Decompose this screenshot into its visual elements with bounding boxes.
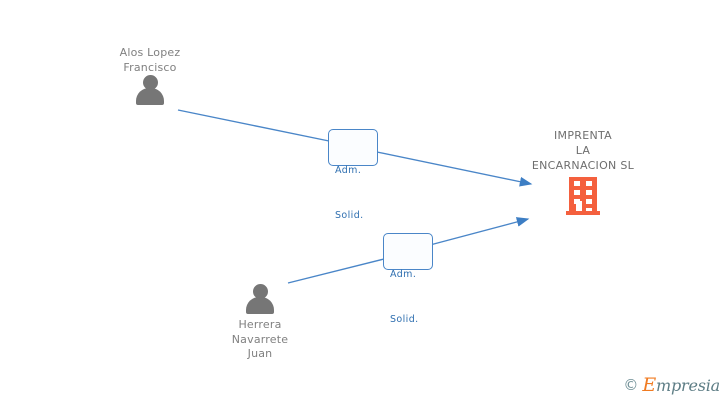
person-icon-body bbox=[136, 88, 164, 105]
person-name-line-2: Francisco bbox=[123, 60, 177, 74]
building-icon-window bbox=[586, 208, 592, 213]
building-icon-door bbox=[576, 201, 582, 211]
person-icon-head bbox=[252, 284, 268, 299]
relation-label-adm-solid-1[interactable]: Adm. Solid. bbox=[328, 129, 378, 221]
edge-alos-lopez-to-company-left bbox=[177, 109, 330, 142]
person-name-line-3: Juan bbox=[247, 347, 273, 360]
brand-initial: E bbox=[642, 374, 656, 396]
company-name-line-2: LA bbox=[575, 144, 591, 157]
relation-label-line-2: Solid. bbox=[335, 210, 364, 221]
building-icon-window bbox=[574, 190, 580, 195]
edge-herrera-navarrete-to-company-left bbox=[287, 258, 385, 284]
building-icon-window bbox=[586, 199, 592, 204]
relation-label-line-1: Adm. bbox=[390, 269, 417, 280]
watermark-empresia: © Empresia bbox=[623, 374, 720, 396]
copyright-icon: © bbox=[623, 376, 639, 394]
building-icon-window bbox=[586, 181, 592, 186]
person-node-herrera-navarrete-juan[interactable]: Herrera Navarrete Juan bbox=[180, 284, 340, 362]
building-icon-body bbox=[569, 177, 597, 211]
company-name-line-3: ENCARNACION SL bbox=[531, 159, 635, 172]
company-node-imprenta-la-encarnacion-sl[interactable]: IMPRENTA LA ENCARNACION SL bbox=[483, 128, 683, 215]
company-name-line-1: IMPRENTA bbox=[554, 129, 612, 142]
building-icon-base bbox=[566, 211, 600, 215]
person-icon bbox=[133, 75, 167, 105]
building-icon bbox=[566, 177, 600, 215]
brand-name: Empresia bbox=[642, 374, 720, 396]
building-icon-window bbox=[586, 190, 592, 195]
building-icon-window bbox=[574, 181, 580, 186]
person-name-line-2: Navarrete bbox=[231, 332, 289, 346]
edge-alos-lopez-to-company-right bbox=[376, 151, 533, 187]
person-name-line-1: Alos Lopez bbox=[119, 46, 181, 59]
person-icon-body bbox=[246, 297, 274, 314]
person-icon-head bbox=[142, 75, 158, 90]
person-node-alos-lopez-francisco[interactable]: Alos Lopez Francisco bbox=[70, 46, 230, 105]
person-icon bbox=[243, 284, 277, 314]
relation-label-adm-solid-2[interactable]: Adm. Solid. bbox=[383, 233, 433, 325]
person-name-line-1: Herrera bbox=[238, 318, 282, 331]
edge-herrera-navarrete-to-company-right bbox=[429, 217, 530, 246]
relation-label-line-2: Solid. bbox=[390, 314, 419, 325]
brand-rest: mpresia bbox=[656, 376, 720, 395]
relation-label-line-1: Adm. bbox=[335, 165, 362, 176]
